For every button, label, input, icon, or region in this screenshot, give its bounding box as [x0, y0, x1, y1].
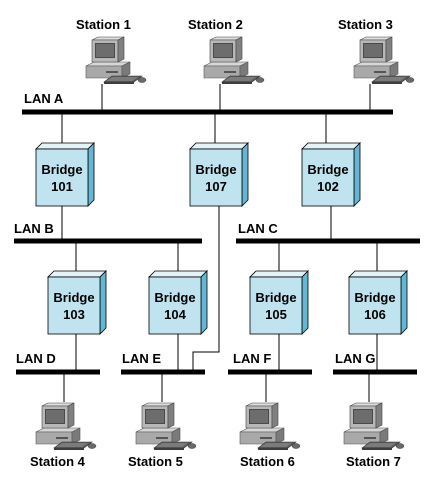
computer-icon: [203, 36, 265, 85]
bridge-104-word: Bridge: [154, 290, 195, 305]
bridge-102-number: 102: [317, 179, 339, 194]
bridge-102: Bridge 102: [301, 142, 361, 207]
bridge-101-number: 101: [51, 179, 73, 194]
bridge-105: Bridge 105: [249, 270, 309, 335]
bridge-103-number: 103: [63, 307, 85, 322]
lan-a-label: LAN A: [24, 91, 64, 106]
lan-e-label: LAN E: [122, 351, 161, 366]
bridge-105-word: Bridge: [255, 290, 296, 305]
bridge-101: Bridge 101: [35, 142, 95, 207]
station-3-label: Station 3: [338, 17, 393, 32]
lan-f-label: LAN F: [233, 351, 271, 366]
station-2-label: Station 2: [188, 17, 243, 32]
bridge-107-number: 107: [205, 179, 227, 194]
lan-c-label: LAN C: [238, 221, 278, 236]
computer-icon: [85, 36, 147, 85]
bridge-106-number: 106: [364, 307, 386, 322]
bridge-106: Bridge 106: [348, 270, 408, 335]
bridge-103: Bridge 103: [47, 270, 107, 335]
bridge-106-word: Bridge: [354, 290, 395, 305]
station-5-label: Station 5: [128, 454, 183, 469]
bridge-107-word: Bridge: [195, 162, 236, 177]
bridge-104: Bridge 104: [148, 270, 208, 335]
computer-icon: [353, 36, 415, 85]
station-1-label: Station 1: [76, 17, 131, 32]
lan-d-label: LAN D: [16, 351, 56, 366]
lan-g-label: LAN G: [335, 351, 375, 366]
computer-icon: [343, 402, 405, 451]
bridge-102-word: Bridge: [307, 162, 348, 177]
bridge-107: Bridge 107: [189, 142, 249, 207]
bridge-104-number: 104: [164, 307, 186, 322]
bridge-105-number: 105: [265, 307, 287, 322]
computer-icon: [135, 402, 197, 451]
station-4-label: Station 4: [30, 454, 86, 469]
computer-icon: [35, 402, 97, 451]
bridge-101-word: Bridge: [41, 162, 82, 177]
bridge-103-word: Bridge: [53, 290, 94, 305]
computer-icon: [239, 402, 301, 451]
lan-b-label: LAN B: [14, 221, 54, 236]
station-6-label: Station 6: [240, 454, 295, 469]
station-7-label: Station 7: [346, 454, 401, 469]
